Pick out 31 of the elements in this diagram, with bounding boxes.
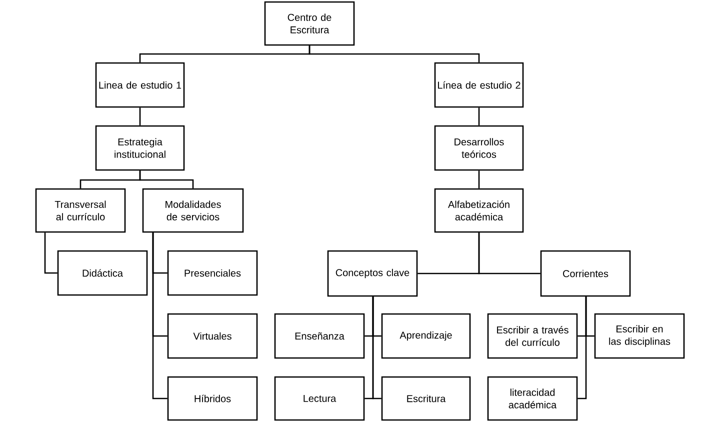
concept-box: Virtuales [167,313,258,359]
concept-box: Estrategia institucional [95,125,185,171]
connector-line [139,108,141,126]
concept-box: Aprendizaje [381,313,471,359]
connector-line [44,232,58,274]
concept-box: Lectura [274,376,365,421]
concept-box: Desarrollos teóricos [434,125,524,171]
concept-box: Centro de Escritura [264,1,355,46]
concept-box: Alfabetización académica [434,188,524,233]
concept-box: Escribir a través del currículo [487,313,578,359]
connector-line [139,170,194,188]
concept-box: Corrientes [540,250,631,297]
concept-box: Linea de estudio 1 [95,62,185,108]
connector-line [152,232,168,400]
concept-box: Enseñanza [274,313,365,359]
concept-box: Didáctica [57,250,148,296]
concept-box: literacidad académica [487,376,578,421]
connector-line [308,46,480,62]
concept-box: Escritura [381,376,471,421]
concept-box: Conceptos clave [327,250,418,297]
concept-box: Transversal al currículo [35,188,126,233]
concept-box: Híbridos [167,376,258,421]
connector-line [478,108,480,126]
concept-box: Línea de estudio 2 [434,62,524,108]
connector-line [372,296,382,400]
concept-box: Presenciales [167,250,258,296]
connector-line [478,170,480,188]
connector-line [578,296,587,400]
concept-box: Modalidades de servicios [142,188,244,233]
concept-box: Escribir en las disciplinas [594,313,685,359]
connector-line [478,232,540,274]
